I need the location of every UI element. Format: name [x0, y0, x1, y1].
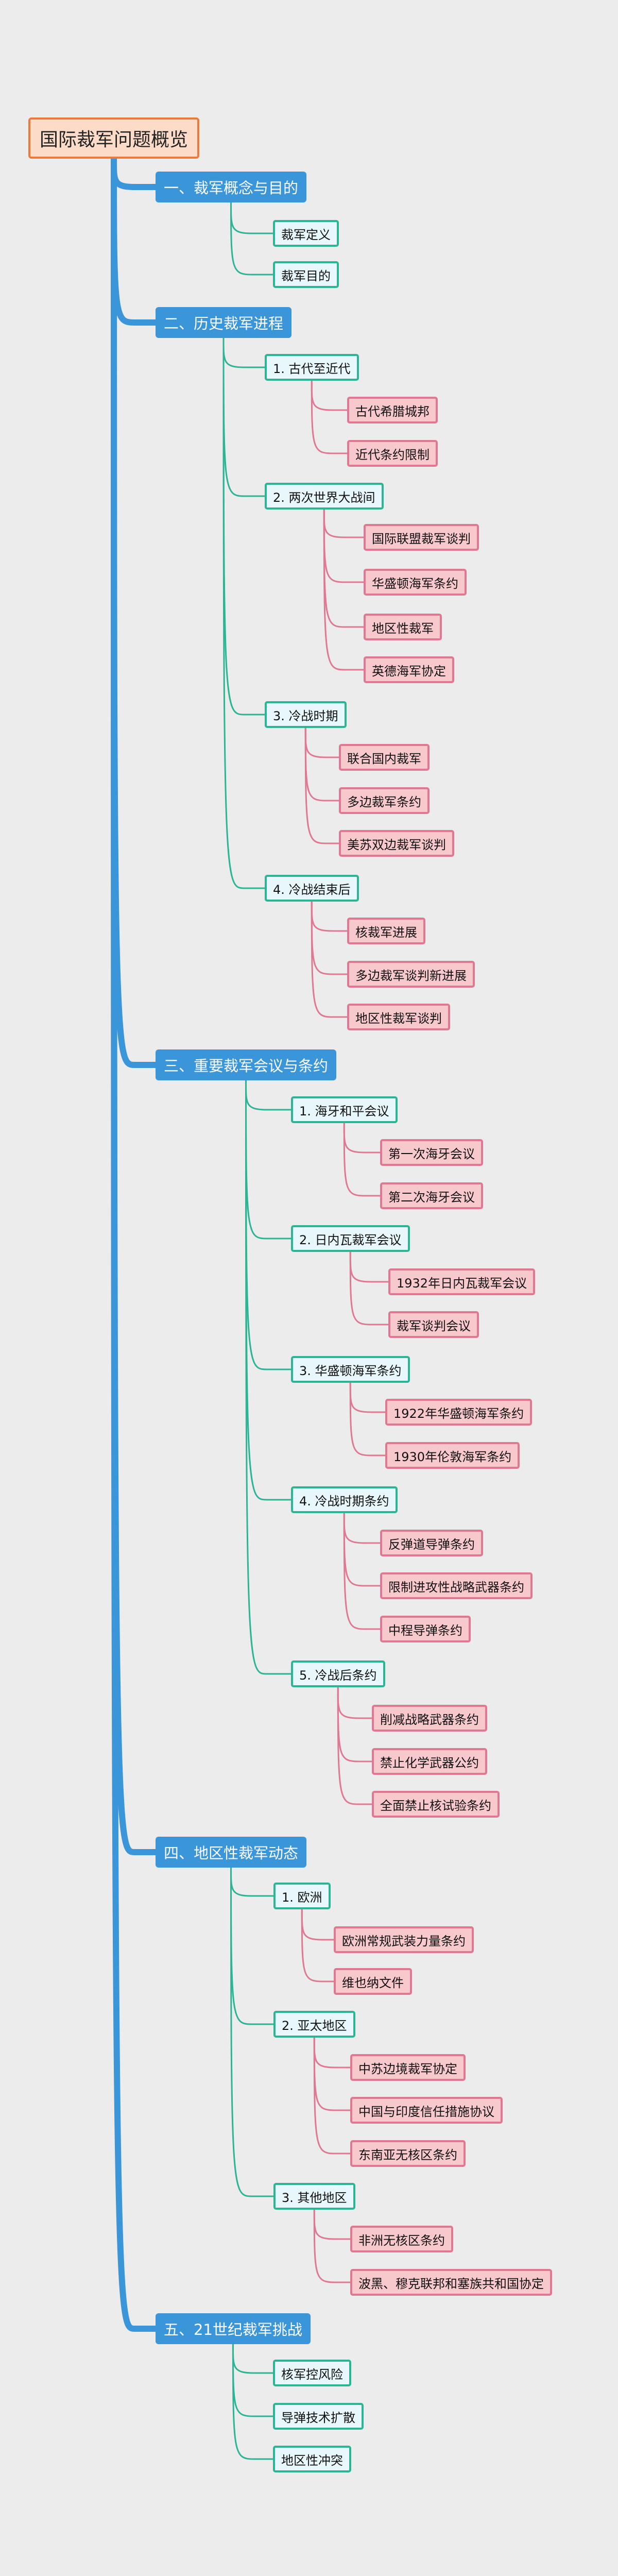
leaf-topic[interactable]: 古代希腊城邦	[347, 397, 438, 423]
leaf-topic[interactable]: 限制进攻性战略武器条约	[380, 1572, 533, 1599]
leaf-topic[interactable]: 反弹道导弹条约	[380, 1530, 483, 1556]
leaf-topic[interactable]: 联合国内裁军	[339, 744, 430, 771]
leaf-topic[interactable]: 英德海军协定	[364, 656, 454, 683]
subtopic[interactable]: 4. 冷战时期条约	[291, 1486, 398, 1513]
leaf-topic[interactable]: 多边裁军条约	[339, 787, 430, 814]
subtopic[interactable]: 2. 亚太地区	[273, 2011, 355, 2038]
leaf-topic[interactable]: 多边裁军谈判新进展	[347, 961, 475, 988]
leaf-topic[interactable]: 裁军谈判会议	[388, 1311, 479, 1338]
leaf-topic[interactable]: 美苏双边裁军谈判	[339, 830, 454, 857]
section-topic[interactable]: 四、地区性裁军动态	[156, 1837, 307, 1868]
section-topic[interactable]: 三、重要裁军会议与条约	[156, 1049, 337, 1080]
leaf-topic[interactable]: 近代条约限制	[347, 440, 438, 467]
subtopic[interactable]: 3. 冷战时期	[265, 701, 347, 728]
subtopic[interactable]: 1. 海牙和平会议	[291, 1096, 398, 1123]
leaf-topic[interactable]: 削减战略武器条约	[372, 1705, 487, 1732]
leaf-topic[interactable]: 维也纳文件	[334, 1968, 412, 1995]
subtopic[interactable]: 核军控风险	[273, 2360, 351, 2386]
subtopic[interactable]: 3. 华盛顿海军条约	[291, 1356, 410, 1383]
leaf-topic[interactable]: 第一次海牙会议	[380, 1139, 483, 1166]
leaf-topic[interactable]: 中国与印度信任措施协议	[350, 2097, 503, 2124]
leaf-topic[interactable]: 1922年华盛顿海军条约	[385, 1399, 533, 1426]
subtopic[interactable]: 地区性冲突	[273, 2446, 351, 2472]
leaf-topic[interactable]: 全面禁止核试验条约	[372, 1791, 500, 1818]
subtopic[interactable]: 3. 其他地区	[273, 2183, 355, 2210]
leaf-topic[interactable]: 华盛顿海军条约	[364, 569, 467, 596]
subtopic[interactable]: 1. 欧洲	[273, 1883, 331, 1909]
subtopic[interactable]: 裁军目的	[273, 261, 339, 288]
leaf-topic[interactable]: 1932年日内瓦裁军会议	[388, 1268, 536, 1295]
leaf-topic[interactable]: 1930年伦敦海军条约	[385, 1442, 520, 1469]
leaf-topic[interactable]: 中程导弹条约	[380, 1616, 471, 1642]
subtopic[interactable]: 导弹技术扩散	[273, 2403, 364, 2430]
subtopic[interactable]: 裁军定义	[273, 220, 339, 247]
leaf-topic[interactable]: 欧洲常规武装力量条约	[334, 1926, 474, 1953]
leaf-topic[interactable]: 地区性裁军	[364, 614, 442, 640]
leaf-topic[interactable]: 波黑、穆克联邦和塞族共和国协定	[350, 2269, 552, 2296]
mindmap-nodes: 一、裁军概念与目的裁军定义裁军目的二、历史裁军进程 1. 古代至近代古代希腊城邦近…	[156, 172, 552, 2472]
section-topic[interactable]: 五、21世纪裁军挑战	[156, 2313, 311, 2344]
leaf-topic[interactable]: 地区性裁军谈判	[347, 1004, 450, 1030]
leaf-topic[interactable]: 非洲无核区条约	[350, 2226, 453, 2252]
subtopic[interactable]: 2. 日内瓦裁军会议	[291, 1225, 410, 1252]
leaf-topic[interactable]: 禁止化学武器公约	[372, 1748, 487, 1775]
subtopic[interactable]: 4. 冷战结束后	[265, 875, 359, 902]
subtopic[interactable]: 2. 两次世界大战间	[265, 483, 384, 510]
leaf-topic[interactable]: 东南亚无核区条约	[350, 2140, 466, 2167]
leaf-topic[interactable]: 第二次海牙会议	[380, 1182, 483, 1209]
section-topic[interactable]: 二、历史裁军进程	[156, 307, 292, 338]
leaf-topic[interactable]: 核裁军进展	[347, 918, 425, 944]
subtopic[interactable]: 5. 冷战后条约	[291, 1660, 385, 1687]
subtopic[interactable]: 1. 古代至近代	[265, 354, 359, 381]
root-topic[interactable]: 国际裁军问题概览	[28, 117, 200, 159]
leaf-topic[interactable]: 中苏边境裁军协定	[350, 2054, 466, 2081]
leaf-topic[interactable]: 国际联盟裁军谈判	[364, 524, 479, 551]
section-topic[interactable]: 一、裁军概念与目的	[156, 172, 307, 202]
